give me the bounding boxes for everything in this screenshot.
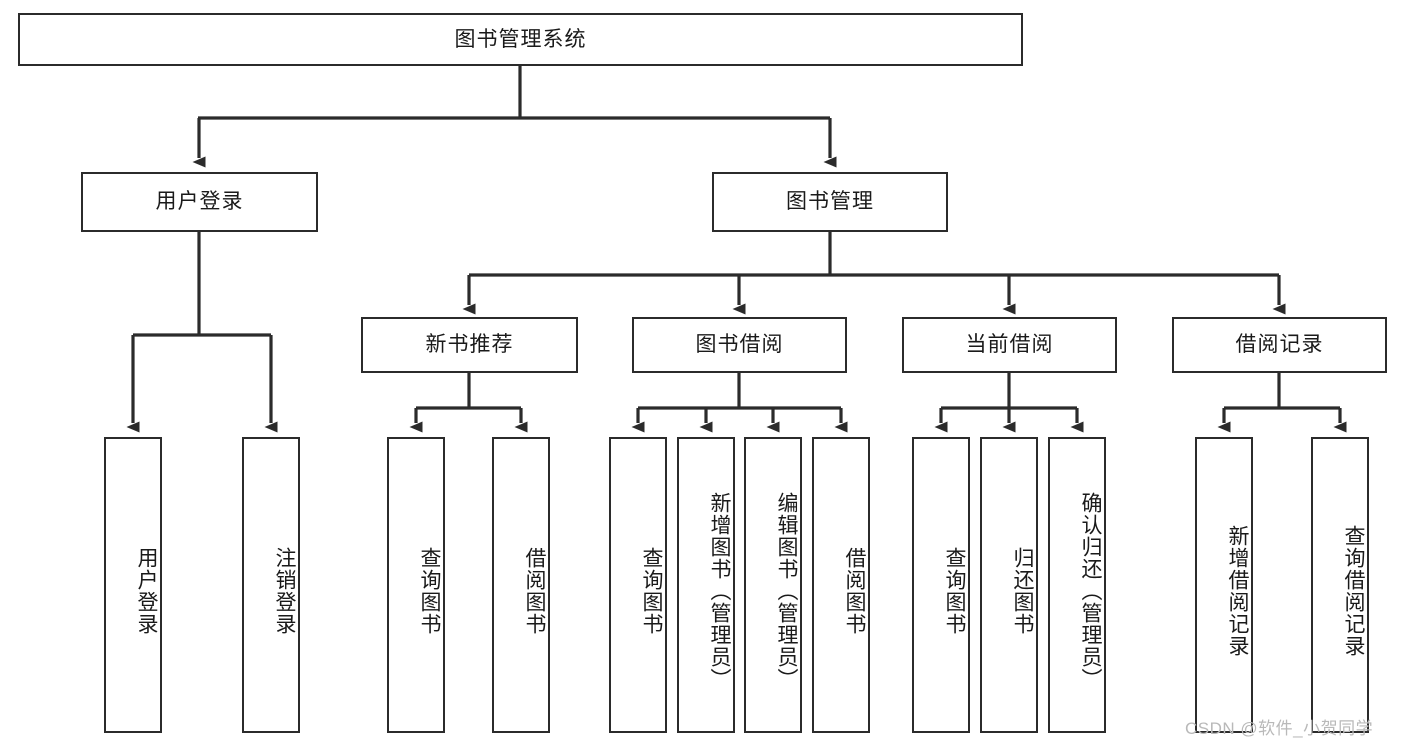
node-book-manage[interactable]: 图书管理: [712, 172, 948, 232]
node-leaf-edit-book[interactable]: 编辑图书（管理员）: [744, 437, 802, 733]
node-leaf-logout-label: 注销登录: [273, 547, 296, 635]
node-leaf-query-book-1[interactable]: 查询图书: [387, 437, 445, 733]
node-leaf-add-record[interactable]: 新增借阅记录: [1195, 437, 1253, 733]
node-borrow-record[interactable]: 借阅记录: [1172, 317, 1387, 373]
node-borrow-record-label: 借阅记录: [1235, 333, 1324, 357]
node-leaf-add-book[interactable]: 新增图书（管理员）: [677, 437, 735, 733]
node-leaf-return-book-label: 归还图书: [1011, 547, 1034, 635]
node-leaf-borrow-book-2[interactable]: 借阅图书: [812, 437, 870, 733]
node-leaf-confirm-return[interactable]: 确认归还（管理员）: [1048, 437, 1106, 733]
node-new-book-rec-label: 新书推荐: [425, 333, 514, 357]
node-leaf-query-book-3[interactable]: 查询图书: [912, 437, 970, 733]
node-leaf-add-book-label: 新增图书（管理员）: [708, 492, 731, 690]
node-root-label: 图书管理系统: [454, 27, 587, 51]
node-current-borrow[interactable]: 当前借阅: [902, 317, 1117, 373]
node-root[interactable]: 图书管理系统: [18, 13, 1023, 66]
node-leaf-borrow-book-1[interactable]: 借阅图书: [492, 437, 550, 733]
node-book-manage-label: 图书管理: [786, 190, 874, 214]
node-leaf-add-record-label: 新增借阅记录: [1226, 525, 1249, 657]
node-leaf-borrow-book-1-label: 借阅图书: [523, 547, 546, 635]
node-leaf-edit-book-label: 编辑图书（管理员）: [775, 492, 798, 690]
node-leaf-query-record[interactable]: 查询借阅记录: [1311, 437, 1369, 733]
csdn-watermark: CSDN @软件_小贺同学: [1185, 719, 1374, 738]
node-leaf-user-login[interactable]: 用户登录: [104, 437, 162, 733]
node-leaf-return-book[interactable]: 归还图书: [980, 437, 1038, 733]
node-book-borrow-label: 图书借阅: [695, 333, 784, 357]
node-leaf-query-record-label: 查询借阅记录: [1342, 525, 1365, 657]
node-book-borrow[interactable]: 图书借阅: [632, 317, 847, 373]
node-user-login[interactable]: 用户登录: [81, 172, 318, 232]
node-leaf-query-book-2-label: 查询图书: [640, 547, 663, 635]
node-leaf-query-book-2[interactable]: 查询图书: [609, 437, 667, 733]
node-leaf-confirm-return-label: 确认归还（管理员）: [1079, 492, 1102, 690]
node-leaf-borrow-book-2-label: 借阅图书: [843, 547, 866, 635]
node-leaf-user-login-label: 用户登录: [135, 547, 158, 635]
node-user-login-label: 用户登录: [155, 190, 244, 214]
node-leaf-query-book-3-label: 查询图书: [943, 547, 966, 635]
node-current-borrow-label: 当前借阅: [965, 333, 1054, 357]
node-leaf-logout[interactable]: 注销登录: [242, 437, 300, 733]
node-leaf-query-book-1-label: 查询图书: [418, 547, 441, 635]
node-new-book-rec[interactable]: 新书推荐: [361, 317, 578, 373]
